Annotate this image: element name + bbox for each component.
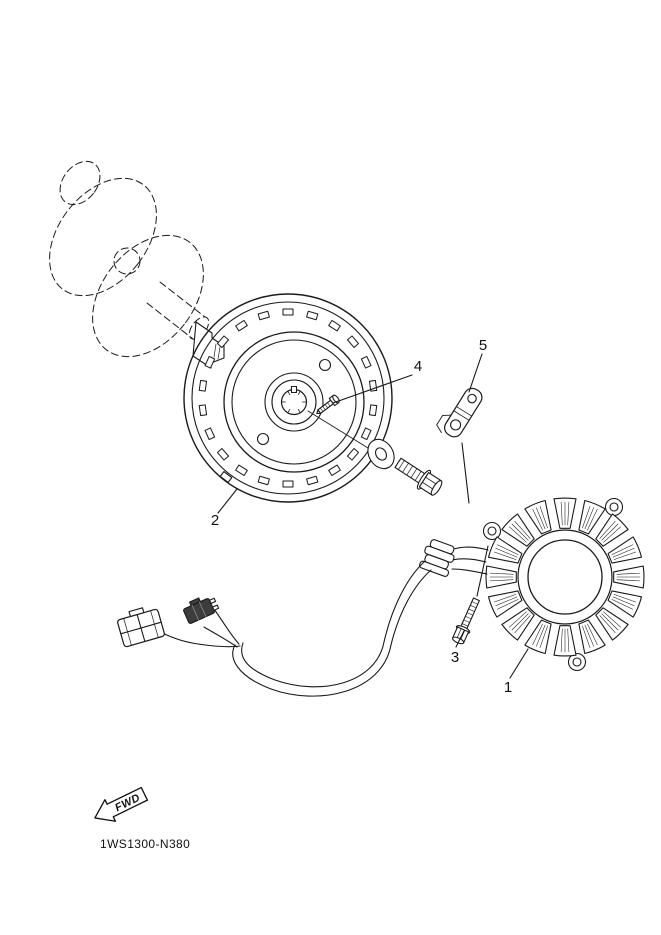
stator-drawing: [482, 497, 645, 672]
washer-drawing: [367, 438, 395, 470]
mount-bolt-drawing: [452, 597, 480, 645]
callout-4: 4: [414, 358, 422, 375]
callout-leader-lines: [217, 353, 529, 679]
rotor-spline-ticks: [281, 390, 307, 414]
rotor-drawing: [183, 293, 393, 503]
stator-mount-ears: [482, 497, 624, 672]
bracket-drawing: [436, 387, 483, 438]
callout-5: 5: [479, 337, 487, 354]
flange-bolt-drawing: [394, 457, 443, 496]
screw-drawing: [316, 394, 340, 414]
fwd-indicator: FWD: [94, 786, 149, 822]
callout-3: 3: [451, 649, 459, 666]
crankshaft-drawing: [49, 160, 210, 358]
connector-large: [117, 607, 165, 648]
wire-harness-drawing: [162, 539, 489, 697]
grommet-drawing: [419, 539, 455, 577]
callout-1: 1: [504, 679, 512, 696]
assembly-axis-lines: [461, 442, 489, 597]
rotor-slots: [198, 308, 378, 488]
stator-coils: [485, 497, 645, 657]
connector-small: [183, 597, 220, 624]
part-code: 1WS1300-N380: [100, 837, 190, 851]
fwd-arrow-icon: [94, 786, 149, 822]
callout-2: 2: [211, 512, 219, 529]
